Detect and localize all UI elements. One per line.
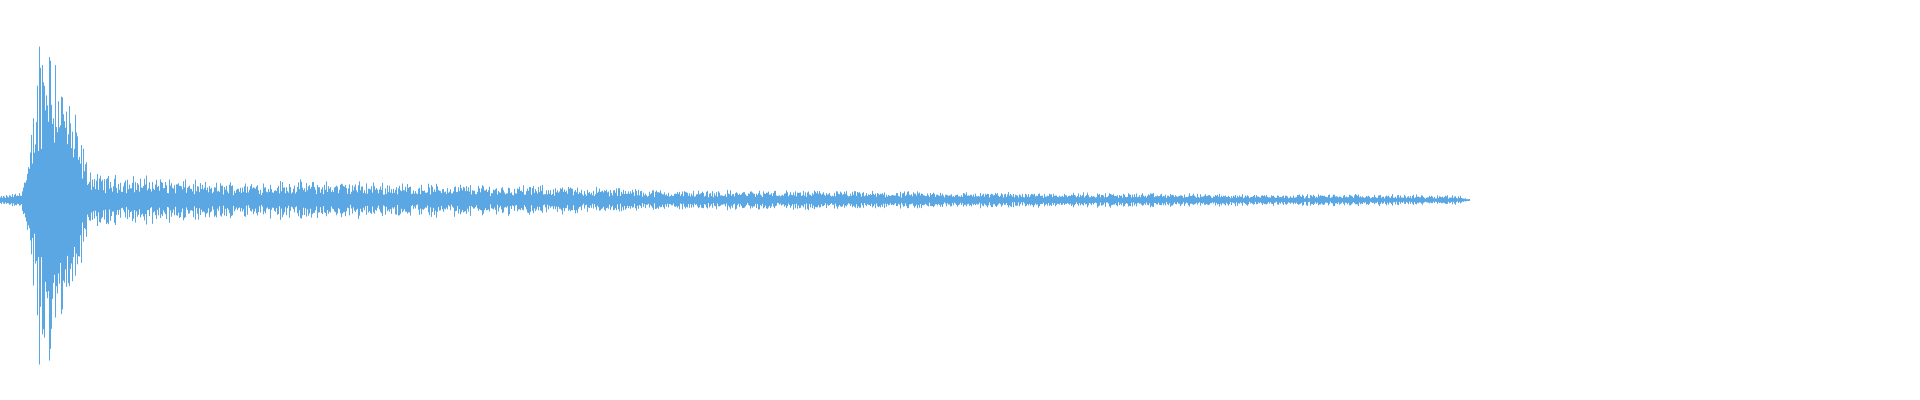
- waveform-samples: [0, 46, 1470, 365]
